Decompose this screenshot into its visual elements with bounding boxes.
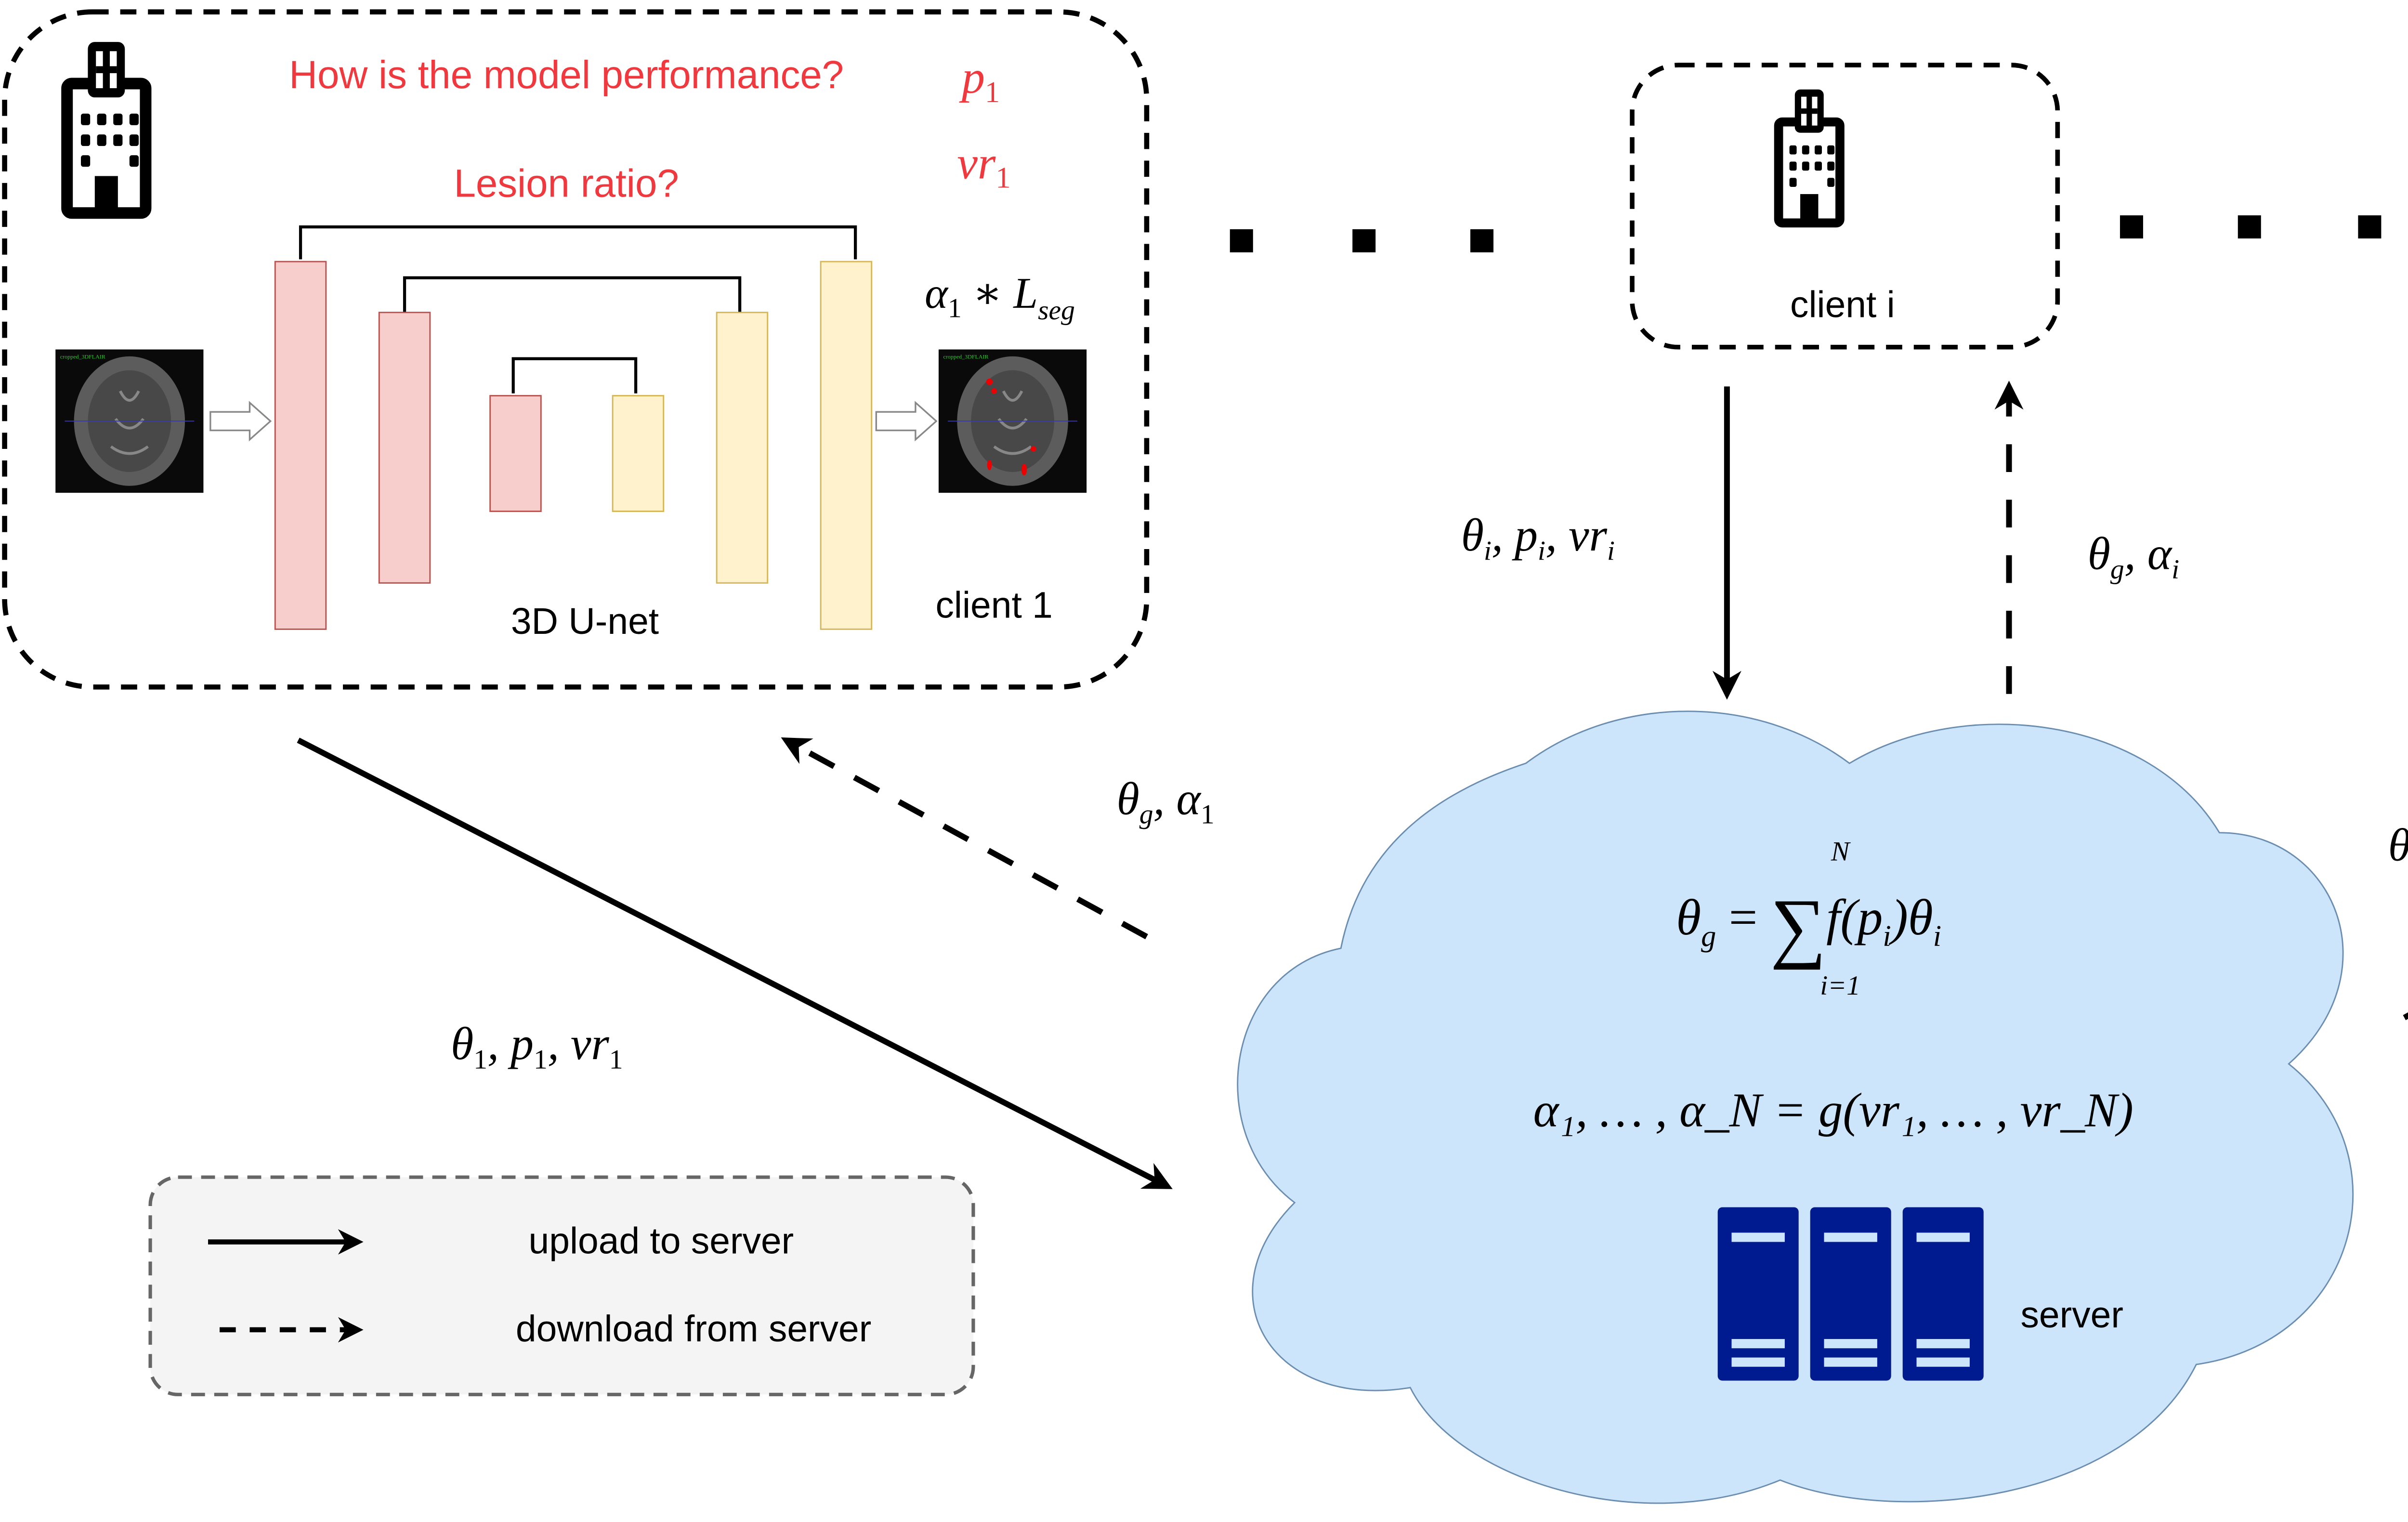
unet-diagram bbox=[274, 225, 873, 630]
hospital-icon bbox=[1779, 90, 1840, 223]
legend-arrows: upload to server download from server bbox=[148, 1175, 975, 1396]
upload-label-client-1: θ1, p1, vr1 bbox=[451, 1018, 623, 1075]
metric-p1: p1 bbox=[959, 52, 1000, 109]
legend-download-label: download from server bbox=[516, 1308, 871, 1350]
loss-weight-expression: α1 ∗ Lseg bbox=[925, 269, 1075, 326]
metric-vr1: vr1 bbox=[957, 137, 1010, 194]
client-i-panel: client i bbox=[1630, 63, 2060, 350]
client-label: client i bbox=[1790, 284, 1895, 325]
server-cloud: θg = ∑f(pi)θi N i=1 α₁, … , α_N = g(vr₁,… bbox=[1237, 710, 2354, 1504]
download-arrow-client-1 bbox=[781, 737, 1148, 940]
ellipsis-right bbox=[2120, 215, 2382, 239]
hospital-icon bbox=[67, 42, 145, 213]
legend-upload-label: upload to server bbox=[529, 1220, 794, 1261]
download-label-client-N: θg, αN bbox=[2388, 819, 2408, 876]
sum-lower-limit: i=1 bbox=[1820, 971, 1860, 1001]
client-label: client 1 bbox=[936, 584, 1053, 626]
model-label: 3D U-net bbox=[511, 601, 659, 642]
upload-arrow-client-1 bbox=[297, 737, 1173, 1189]
performance-question: How is the model performance? bbox=[289, 53, 844, 97]
server-rack-icon bbox=[1717, 1207, 1984, 1381]
download-label-client-i: θg, αi bbox=[2088, 528, 2179, 585]
aggregation-equation: θg = ∑f(pi)θi bbox=[1676, 883, 1941, 970]
output-arrow-icon bbox=[875, 401, 938, 442]
lesion-marks bbox=[986, 379, 1036, 476]
server-label: server bbox=[2021, 1294, 2123, 1336]
client-1-panel: How is the model performance? p1 Lesion … bbox=[2, 9, 1150, 690]
lesion-ratio-question: Lesion ratio? bbox=[454, 162, 679, 206]
input-arrow-icon bbox=[209, 401, 272, 442]
loss-weight-equation: α₁, … , α_N = g(vr₁, … , vr_N) bbox=[1533, 1083, 2133, 1137]
sum-upper-limit: N bbox=[1831, 836, 1851, 866]
download-label-client-1: θg, α1 bbox=[1117, 773, 1215, 829]
output-segmentation-image bbox=[939, 350, 1086, 493]
ellipsis-left bbox=[1230, 229, 1494, 252]
upload-label-client-i: θi, pi, vri bbox=[1461, 509, 1615, 566]
input-mri-image bbox=[55, 350, 203, 493]
